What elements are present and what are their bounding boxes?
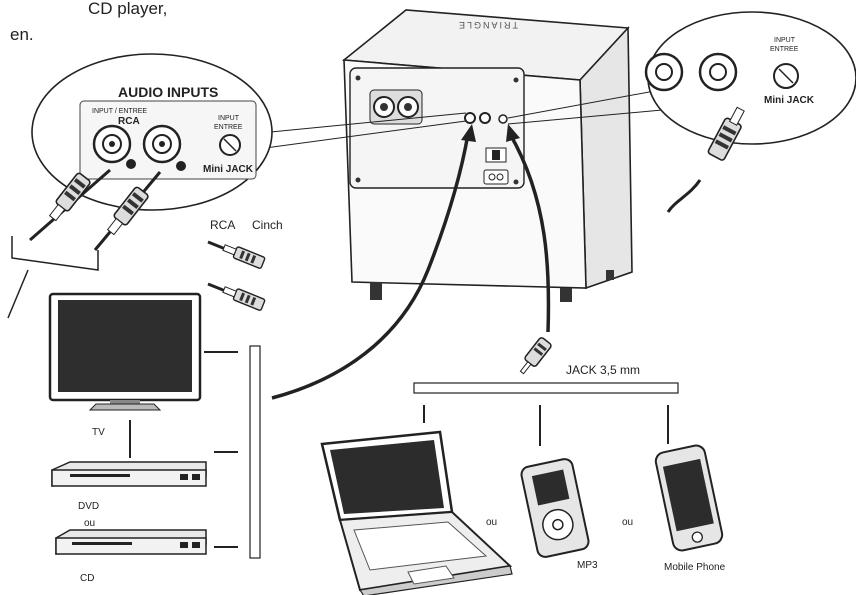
mobile-phone-device bbox=[654, 444, 724, 552]
rca-bus-bar bbox=[249, 345, 261, 559]
laptop-device bbox=[320, 430, 513, 595]
right-channel-mark: R bbox=[128, 162, 133, 169]
speaker-foot bbox=[560, 288, 572, 302]
callout-line bbox=[507, 89, 661, 119]
panel-rca-r bbox=[464, 112, 476, 124]
mini-jack-label: Mini JACK bbox=[203, 164, 254, 175]
audio-inputs-title: AUDIO INPUTS bbox=[118, 84, 218, 100]
mp3-device bbox=[520, 458, 590, 558]
input-entree-label: INPUT / ENTREE bbox=[92, 108, 147, 115]
input-small-label-right: INPUT bbox=[774, 37, 796, 44]
loose-rca-cable-2 bbox=[207, 282, 266, 311]
intro-text-line2: en. bbox=[10, 25, 34, 44]
right-callout: INPUT ENTREE Mini JACK bbox=[644, 11, 856, 145]
tv-label: TV bbox=[92, 427, 105, 438]
rca-cable-label: RCA bbox=[210, 218, 235, 232]
cable bbox=[7, 269, 29, 319]
jack-35-plug bbox=[519, 337, 552, 375]
power-socket bbox=[483, 169, 509, 185]
arrow-head bbox=[461, 124, 476, 142]
panel-rca-l bbox=[479, 112, 491, 124]
ou-label-3: ou bbox=[622, 517, 633, 528]
speaker-brand: TRIANGLE bbox=[457, 20, 518, 30]
tv-device bbox=[48, 292, 202, 411]
panel-mini-jack bbox=[498, 114, 508, 124]
rca-link-cable bbox=[271, 133, 470, 400]
jack-plug-right bbox=[666, 106, 745, 213]
loose-rca-cable-1 bbox=[207, 240, 266, 269]
rca-plug-left bbox=[93, 171, 162, 251]
jack-link-cable bbox=[508, 133, 551, 333]
mini-jack-label-right: Mini JACK bbox=[764, 95, 815, 106]
input-small-label: INPUT bbox=[218, 115, 240, 122]
entree-small-label-right: ENTREE bbox=[770, 46, 799, 53]
dvd-label: DVD bbox=[78, 501, 99, 512]
left-callout: AUDIO INPUTS INPUT / ENTREE RCA R L INPU… bbox=[31, 53, 273, 211]
ou-label-2: ou bbox=[486, 517, 497, 528]
rca-label: RCA bbox=[118, 116, 140, 127]
rca-plug-right bbox=[29, 168, 111, 242]
mobile-phone-label: Mobile Phone bbox=[664, 562, 726, 573]
jack-bus-bar bbox=[413, 382, 679, 394]
jack-cable-label: JACK 3,5 mm bbox=[566, 363, 640, 377]
intro-text-line1: CD player, bbox=[88, 0, 167, 18]
subwoofer-speaker: TRIANGLE bbox=[341, 9, 633, 302]
speaker-foot bbox=[606, 270, 614, 280]
callout-line bbox=[249, 120, 467, 151]
speaker-foot bbox=[370, 282, 382, 300]
cd-device bbox=[55, 529, 207, 555]
mp3-label: MP3 bbox=[577, 560, 598, 571]
ou-label-1: ou bbox=[84, 518, 95, 529]
entree-small-label: ENTREE bbox=[214, 124, 243, 131]
cable-bracket bbox=[11, 236, 99, 271]
left-channel-mark: L bbox=[179, 164, 184, 171]
cinch-cable-label: Cinch bbox=[252, 218, 283, 232]
dvd-device bbox=[51, 461, 207, 487]
callout-line bbox=[507, 109, 663, 125]
cd-label: CD bbox=[80, 573, 94, 584]
arrow-head bbox=[506, 124, 520, 142]
callout-line bbox=[249, 112, 467, 135]
